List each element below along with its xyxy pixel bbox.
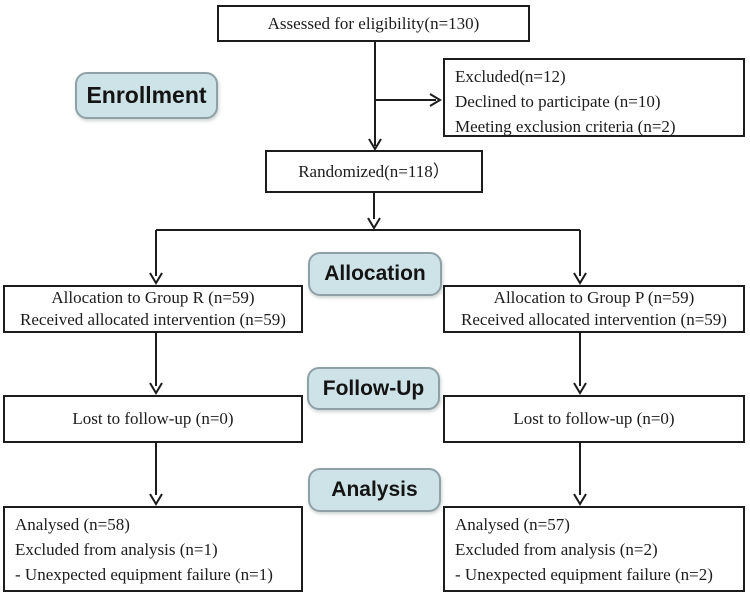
arrowhead-down-followup-left [149, 382, 163, 395]
box-text-line: Received allocated intervention (n=59) [461, 310, 727, 329]
arrowhead-down-analysis-left [149, 493, 163, 506]
box-excluded: Excluded(n=12) Declined to participate (… [443, 58, 745, 137]
box-text-line: Randomized(n=118） [298, 161, 450, 181]
box-analysed-right: Analysed (n=57) Excluded from analysis (… [443, 506, 745, 592]
arrowhead-down-randomized [368, 138, 382, 151]
box-text-line: - Unexpected equipment failure (n=2) [455, 565, 713, 584]
stage-label-analysis: Analysis [308, 468, 441, 512]
box-text-line: Excluded(n=12) [455, 67, 566, 86]
arrowhead-down-analysis-right [573, 493, 587, 506]
box-text-line: Allocation to Group P (n=59) [493, 288, 695, 307]
box-text-line: Analysed (n=58) [15, 515, 130, 534]
box-text-line: Allocation to Group R (n=59) [51, 288, 255, 307]
box-text-line: Excluded from analysis (n=1) [15, 540, 218, 559]
arrowhead-down-split [367, 217, 381, 230]
box-text-line: Assessed for eligibility(n=130) [267, 13, 480, 33]
box-text-line: Excluded from analysis (n=2) [455, 540, 658, 559]
stage-label-allocation: Allocation [308, 252, 442, 296]
box-allocation-group-r: Allocation to Group R (n=59) Received al… [3, 285, 303, 333]
stage-label-enrollment: Enrollment [75, 72, 218, 119]
box-text-line: - Unexpected equipment failure (n=1) [15, 565, 273, 584]
box-text-line: Declined to participate (n=10) [455, 92, 661, 111]
stage-label-followup: Follow-Up [307, 367, 440, 410]
box-text-line: Meeting exclusion criteria (n=2) [455, 117, 676, 136]
arrowhead-right-excluded [429, 93, 442, 107]
arrowhead-down-alloc-right [573, 272, 587, 285]
box-assessed-eligibility: Assessed for eligibility(n=130) [217, 5, 530, 42]
box-lost-followup-left: Lost to follow-up (n=0) [3, 395, 303, 443]
arrowhead-down-followup-right [573, 382, 587, 395]
box-lost-followup-right: Lost to follow-up (n=0) [443, 395, 745, 443]
box-text-line: Received allocated intervention (n=59) [20, 310, 286, 329]
box-analysed-left: Analysed (n=58) Excluded from analysis (… [3, 506, 303, 592]
arrowhead-down-alloc-left [149, 272, 163, 285]
box-randomized: Randomized(n=118） [265, 150, 483, 193]
box-text-line: Analysed (n=57) [455, 515, 570, 534]
box-text-line: Lost to follow-up (n=0) [72, 409, 234, 428]
box-text-line: Lost to follow-up (n=0) [513, 409, 675, 428]
box-allocation-group-p: Allocation to Group P (n=59) Received al… [443, 285, 745, 333]
